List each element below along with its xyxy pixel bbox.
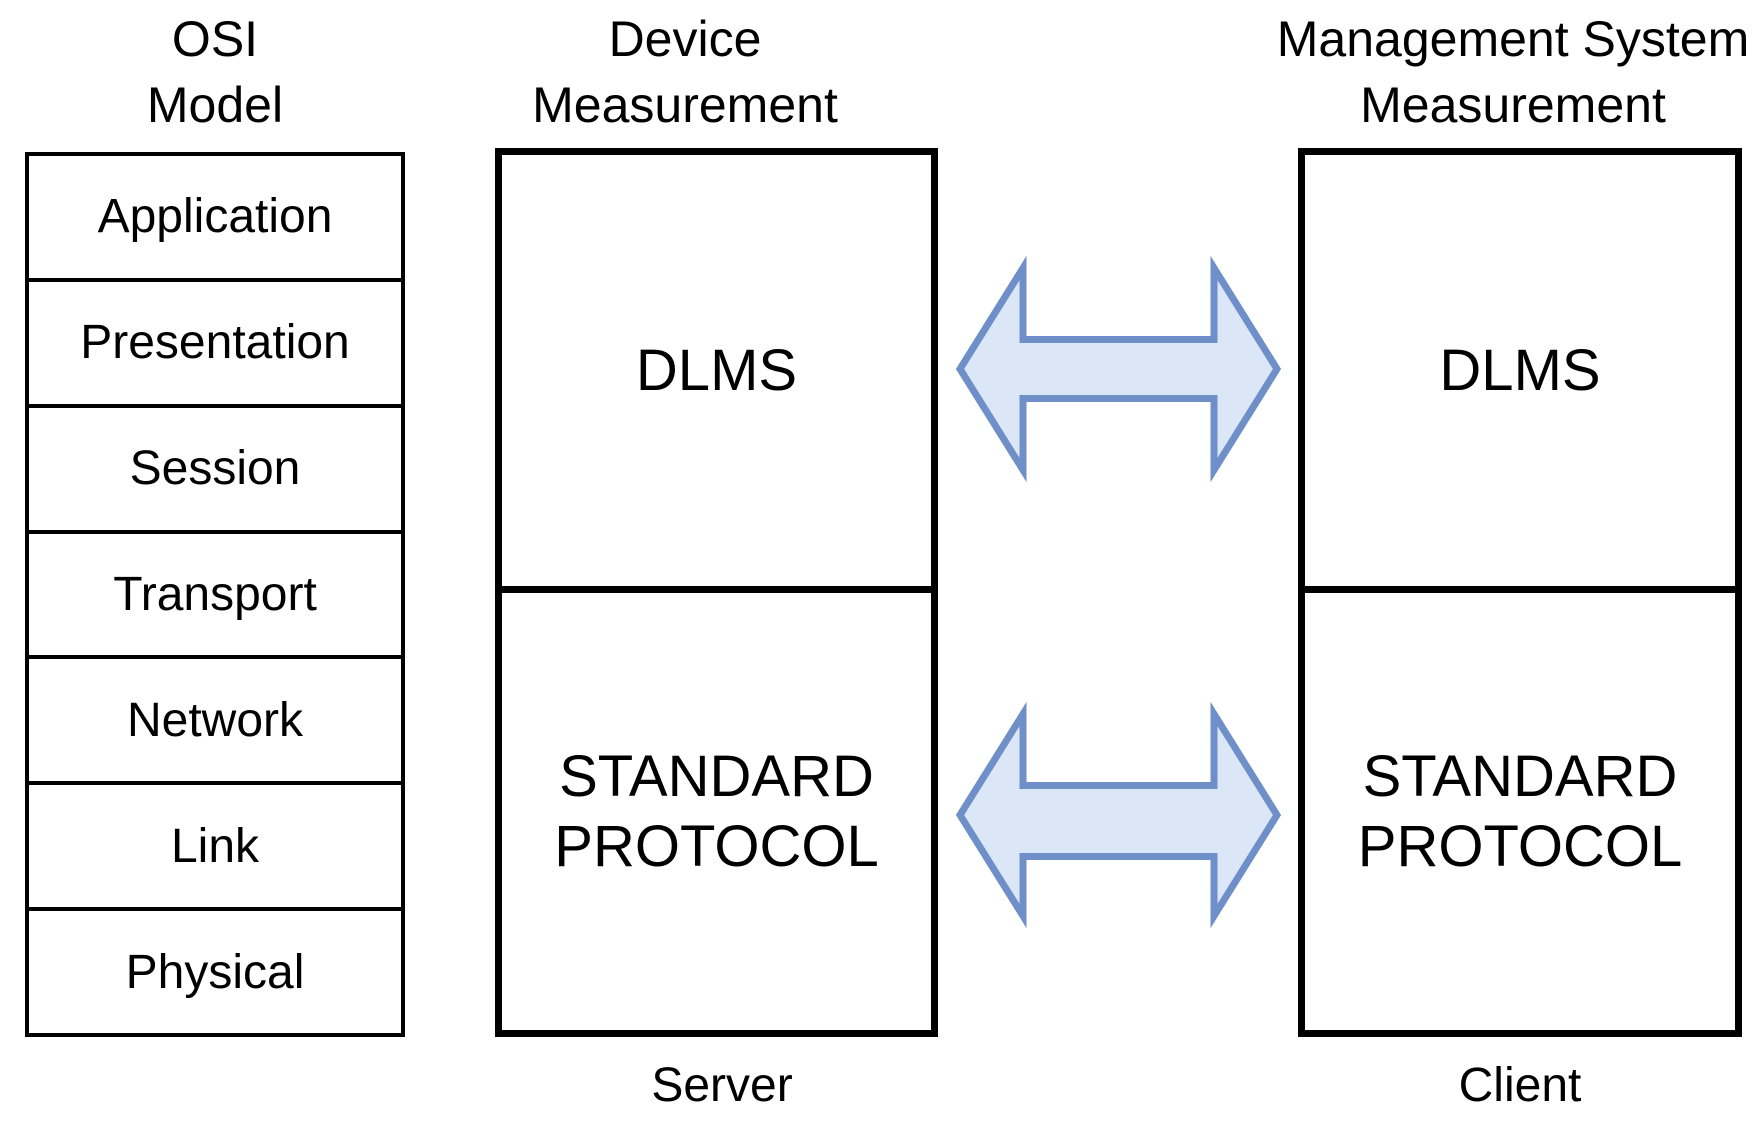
management-standard-protocol-line1: STANDARD (1362, 743, 1678, 809)
osi-model-title: OSI Model (147, 6, 283, 138)
osi-layer-physical: Physical (125, 945, 305, 999)
device-standard-protocol-line2: PROTOCOL (554, 813, 879, 879)
osi-layer-transport: Transport (29, 534, 401, 660)
standard-protocol-double-arrow-icon (955, 701, 1282, 929)
client-caption: Client (1458, 1059, 1582, 1112)
device-standard-protocol-cell: STANDARD PROTOCOL (502, 593, 931, 1030)
dlms-double-arrow-icon (955, 255, 1282, 483)
device-measurement-title-line2: Measurement (532, 77, 838, 133)
osi-layer-network: Network (29, 659, 401, 786)
device-measurement-title-line1: Device (608, 11, 762, 67)
device-measurement-title: Device Measurement (532, 6, 838, 138)
device-dlms-cell: DLMS (502, 155, 931, 593)
server-caption: Server (651, 1059, 793, 1112)
management-system-title-line2: Measurement (1360, 77, 1666, 133)
osi-model-table: Application Presentation Session Transpo… (25, 152, 405, 1037)
osi-layer-presentation: Presentation (29, 282, 401, 408)
management-stack-box: DLMS STANDARD PROTOCOL (1298, 148, 1742, 1037)
device-standard-protocol-line1: STANDARD (559, 743, 874, 809)
management-system-title-line1: Management System (1276, 11, 1750, 67)
osi-model-title-line2: Model (146, 77, 284, 133)
management-standard-protocol-cell: STANDARD PROTOCOL (1305, 593, 1735, 1030)
management-system-title: Management System Measurement (1277, 6, 1749, 138)
osi-layer-application: Application (29, 156, 401, 282)
management-standard-protocol-line2: PROTOCOL (1357, 813, 1683, 879)
osi-layer-session: Session (29, 408, 401, 534)
osi-model-title-line1: OSI (171, 11, 259, 67)
device-stack-box: DLMS STANDARD PROTOCOL (495, 148, 938, 1037)
osi-layer-link: Link (29, 785, 401, 912)
management-dlms-cell: DLMS (1305, 155, 1735, 593)
